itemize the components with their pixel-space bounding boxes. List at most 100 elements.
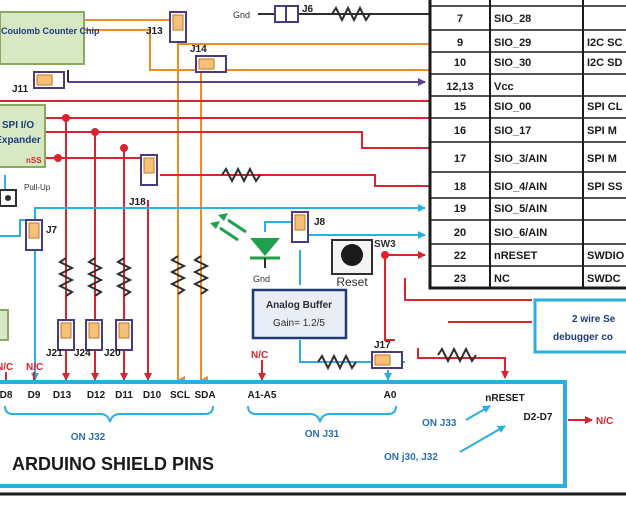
brace-j31 [247,405,397,423]
resistor-spi [221,166,261,184]
table-cell-signal: nRESET [494,250,538,262]
table-row: 16 SIO_17 SPI M [454,125,617,137]
pullup-label: Pull-Up [24,183,51,192]
jumper-j8: J8 [291,211,326,243]
wire-sio6 [264,221,425,235]
resistors [57,5,477,371]
jumper-label-j17: J17 [374,340,391,351]
resistor-analog [317,353,357,371]
table-cell-signal: SIO_17 [494,125,531,137]
jumper-j20: J20 [104,319,133,359]
table-cell-pin: 9 [457,37,463,49]
pin-d9: D9 [28,390,41,401]
pin-d11: D11 [115,390,133,401]
table-row: 10 SIO_30 I2C SD [454,57,623,69]
resistor-scl [169,255,187,295]
table-cell-signal: SIO_5/AIN [494,203,547,215]
reset-button-cap [341,244,363,266]
pin-nreset: nRESET [485,393,524,404]
sw3-label: SW3 [374,239,396,250]
table-cell-pin: 18 [454,181,466,193]
table-cell-signal: SIO_4/AIN [494,181,547,193]
wire-debugger [404,278,532,301]
wire-orange-j13 [84,19,430,45]
group-j31: ON J31 [305,429,340,440]
left-green-box [0,309,9,341]
pin-table-frame [428,0,626,290]
nc-label-b: N/C [26,362,43,373]
jumper-j17: J17 [371,340,403,369]
resistor-d11 [115,257,133,297]
nc-label-d2d7: N/C [596,416,613,427]
jumper-label-j21: J21 [46,348,63,359]
jumper-j18: J18 [129,154,158,208]
jumper-label-j6: J6 [302,4,314,15]
coulomb-chip-label: I2C Coulomb Counter Chip [0,26,100,36]
table-row: 17 SIO_3/AIN SPI M [454,153,617,165]
debugger-box [533,298,626,354]
resistor-sda [192,255,210,295]
jumper-j13: J13 [146,11,187,43]
analog-buffer-title: Analog Buffer [266,300,332,311]
table-cell-function: SWDC [587,273,621,285]
brace-j32 [4,405,214,423]
resistor-d12 [86,257,104,297]
arduino-shield-box [0,380,567,488]
group-j30-32: ON j30, J32 [384,452,438,463]
spi-expander-label-b: Expander [0,135,41,146]
arrow-j33 [465,405,491,421]
table-cell-pin: 7 [457,13,463,25]
table-cell-signal: NC [494,273,510,285]
table-cell-function: I2C SC [587,37,623,49]
table-cell-pin: 15 [454,101,466,113]
wire-orange-j14 [84,29,430,71]
table-cell-pin: 19 [454,203,466,215]
jumper-j7: J7 [25,219,58,251]
coulomb-chip [0,11,85,65]
jumper-label-j20: J20 [104,348,121,359]
jumper-label-j24: J24 [74,348,91,359]
pullup-dot [5,195,11,201]
jumper-j14: J14 [190,44,227,73]
table-cell-signal: SIO_30 [494,57,531,69]
table-cell-function: I2C SD [587,57,623,69]
resistor-top [331,5,371,23]
analog-buffer-box [251,288,348,340]
pin-sda: SDA [194,390,215,401]
gnd-diode-label: Gnd [253,274,270,284]
table-cell-function: SPI M [587,153,617,165]
pin-a1-a5: A1-A5 [248,390,277,401]
nss-label: nSS [26,156,42,165]
jumper-label-j13: J13 [146,26,163,37]
table-cell-signal: SIO_00 [494,101,531,113]
arrow-j30-32 [459,425,506,453]
gnd-top-label: Gnd [233,10,250,20]
table-cell-pin: 16 [454,125,466,137]
reset-button-label: Reset [336,275,368,289]
table-row: 23 NC SWDC [454,273,621,285]
table-cell-function: SPI M [587,125,617,137]
pin-d2-d7: D2-D7 [524,412,553,423]
pin-d13: D13 [53,390,72,401]
spi-expander-label-a: SPI I/O [2,120,34,131]
pin-scl: SCL [170,390,190,401]
jumper-j21: J21 [46,319,75,359]
wire-nreset-out [417,348,509,379]
jumper-label-j18: J18 [129,197,146,208]
table-cell-pin: 10 [454,57,466,69]
resistor-d13 [57,257,75,297]
table-cell-pin: 17 [454,153,466,165]
wire-spi-miso [45,131,430,149]
table-cell-pin: 23 [454,273,466,285]
jumper-j24: J24 [74,319,103,359]
debugger-line2: debugger co [553,332,613,343]
table-cell-signal: SIO_3/AIN [494,153,547,165]
